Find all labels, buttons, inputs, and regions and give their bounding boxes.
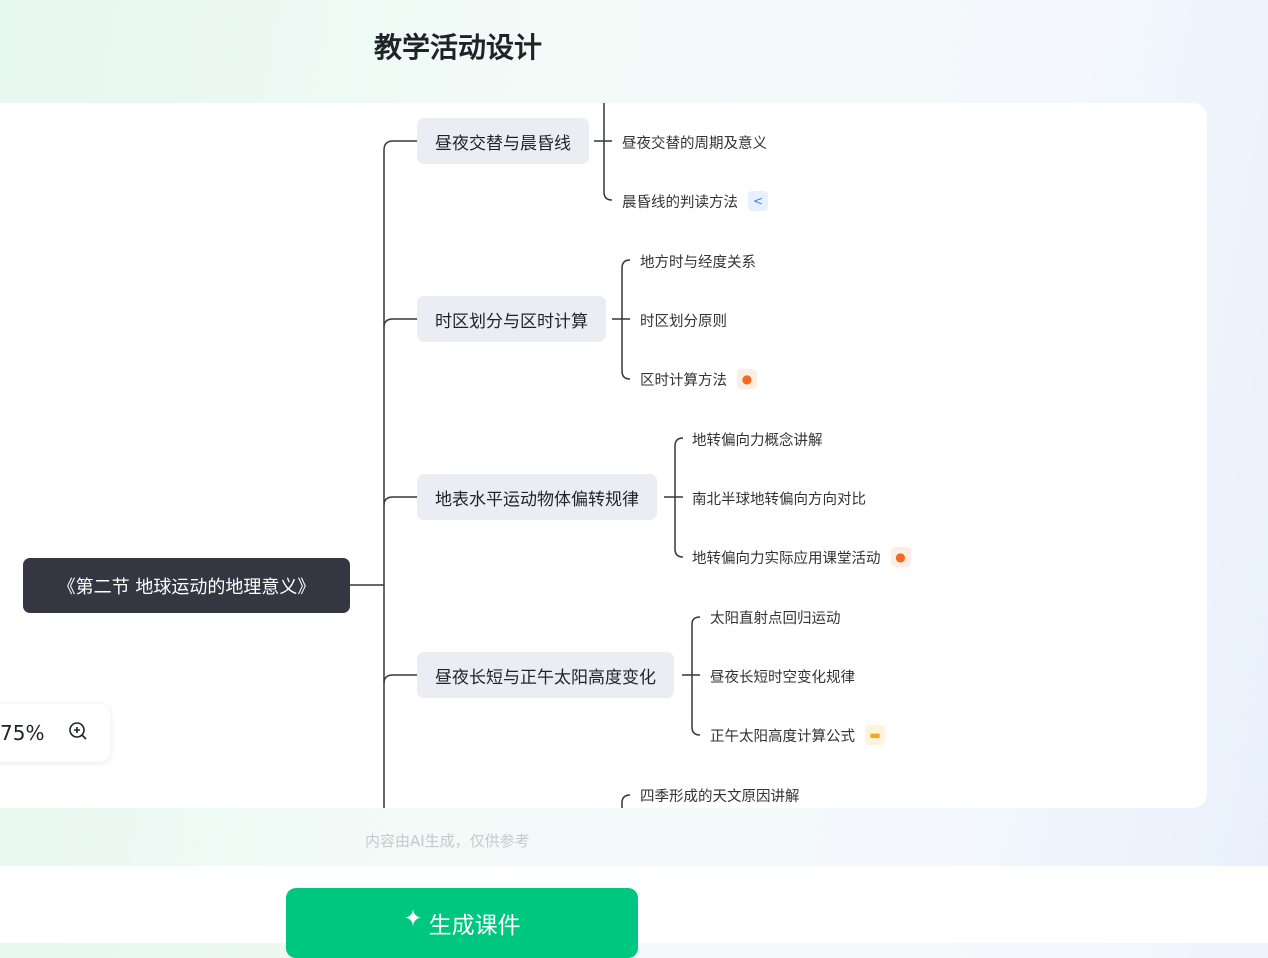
activity-icon[interactable]: ● [890, 547, 911, 567]
generate-courseware-button[interactable]: ✦ 生成课件 [286, 888, 638, 958]
leaf-label: 地方时与经度关系 [640, 254, 756, 271]
leaf-label: 地转偏向力概念讲解 [692, 432, 823, 449]
zoom-in-icon[interactable] [68, 721, 88, 746]
leaf-label: 太阳直射点回归运动 [710, 610, 841, 627]
branch-node[interactable]: 昼夜交替与晨昏线 [417, 118, 589, 164]
leaf-node[interactable]: 晨昏线的判读方法 < [622, 190, 768, 212]
leaf-label: 晨昏线的判读方法 [622, 194, 738, 211]
generate-label: 生成课件 [428, 913, 521, 939]
leaf-node[interactable]: 地转偏向力实际应用课堂活动 ● [692, 546, 911, 568]
leaf-label: 区时计算方法 [640, 372, 727, 389]
leaf-node[interactable]: 区时计算方法 ● [640, 368, 757, 390]
branch-node[interactable]: 昼夜长短与正午太阳高度变化 [417, 652, 674, 698]
leaf-node[interactable]: 四季形成的天文原因讲解 [640, 784, 800, 806]
leaf-label: 昼夜长短时空变化规律 [710, 669, 855, 686]
leaf-label: 时区划分原则 [640, 313, 727, 330]
leaf-label: 地转偏向力实际应用课堂活动 [692, 550, 881, 567]
sparkle-icon: ✦ [403, 906, 423, 932]
ai-disclaimer: 内容由AI生成，仅供参考 [365, 832, 530, 850]
leaf-label: 昼夜交替的周期及意义 [622, 135, 767, 152]
branch-node[interactable]: 时区划分与区时计算 [417, 296, 606, 342]
leaf-node[interactable]: 地方时与经度关系 [640, 250, 756, 272]
leaf-node[interactable]: 昼夜交替的周期及意义 [622, 131, 767, 153]
leaf-node[interactable]: 地转偏向力概念讲解 [692, 428, 823, 450]
mindmap-root-node[interactable]: 《第二节 地球运动的地理意义》 [23, 558, 350, 613]
leaf-node[interactable]: 昼夜长短时空变化规律 [710, 665, 855, 687]
document-icon[interactable]: ▬ [865, 725, 885, 745]
leaf-node[interactable]: 南北半球地转偏向方向对比 [692, 487, 866, 509]
activity-icon[interactable]: ● [737, 369, 757, 389]
page-title: 教学活动设计 [374, 31, 543, 64]
leaf-node[interactable]: 时区划分原则 [640, 309, 727, 331]
leaf-label: 正午太阳高度计算公式 [710, 728, 855, 745]
zoom-control: 75% [0, 704, 110, 762]
mindmap-connectors [350, 103, 701, 808]
leaf-label: 南北半球地转偏向方向对比 [692, 491, 866, 508]
branch-node[interactable]: 地表水平运动物体偏转规律 [417, 474, 657, 520]
zoom-level: 75% [0, 721, 45, 745]
share-icon[interactable]: < [748, 191, 768, 211]
leaf-node[interactable]: 正午太阳高度计算公式 ▬ [710, 724, 885, 746]
leaf-label: 四季形成的天文原因讲解 [640, 788, 800, 805]
mindmap-canvas[interactable]: 《第二节 地球运动的地理意义》 昼夜交替与晨昏线 昼夜交替的周期及意义 晨昏线的… [0, 103, 1207, 808]
leaf-node[interactable]: 太阳直射点回归运动 [710, 606, 841, 628]
